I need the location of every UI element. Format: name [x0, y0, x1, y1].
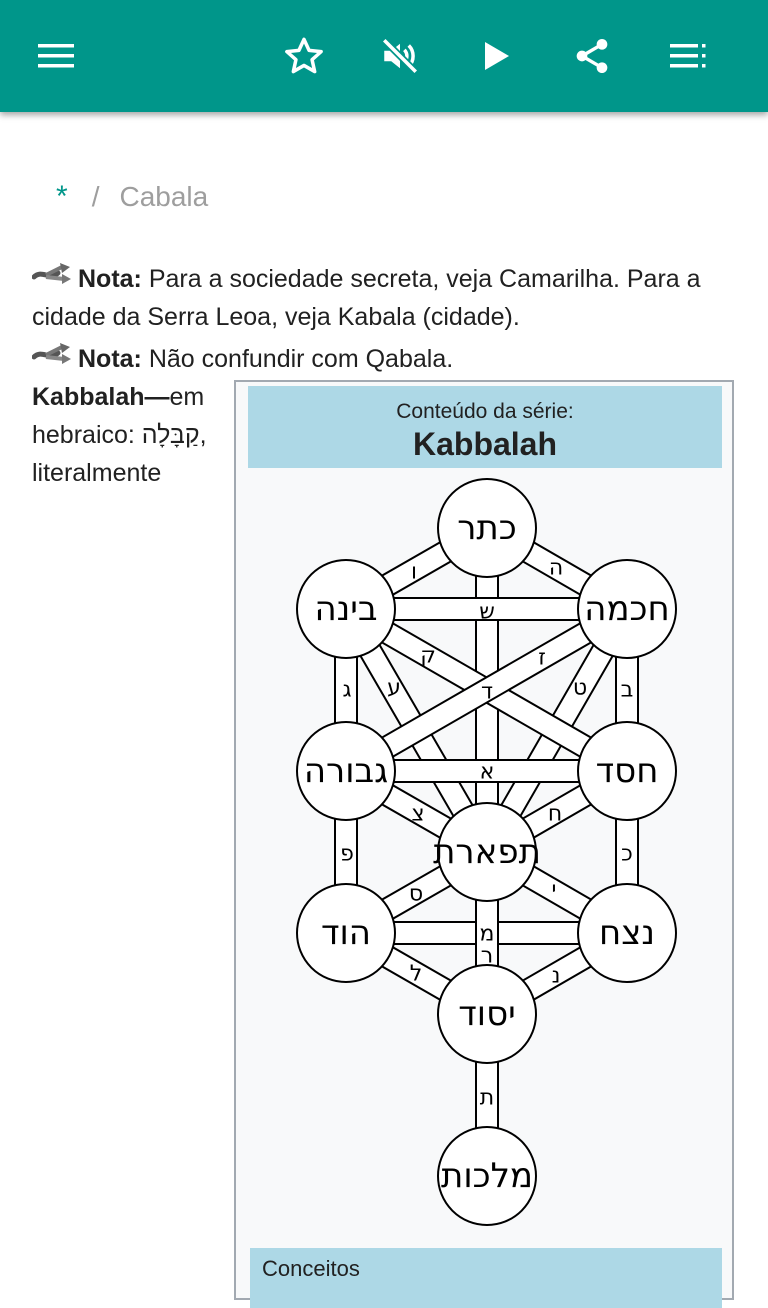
sefirah-yesod-circle: [437, 964, 537, 1064]
sefirah-binah-circle: [296, 559, 396, 659]
path-letter-vav: ו: [411, 560, 417, 585]
breadcrumb-separator: /: [91, 181, 100, 212]
sefirah-chokhmah: חכמה: [584, 589, 670, 629]
intro-paragraph: Kabbalah—em hebraico: קַבָּלָה, literalm…: [32, 378, 222, 492]
menu-icon[interactable]: [24, 24, 88, 88]
note-text: Para a sociedade secreta, veja Camarilha…: [32, 265, 701, 331]
intro-text: em hebraico:: [32, 383, 205, 449]
path-letter-dalet: ד: [481, 680, 493, 705]
path-letter-lamed: ל: [410, 962, 423, 987]
sefirah-malkhut-circle: [437, 1126, 537, 1226]
sefirah-gevurah: גבורה: [304, 751, 388, 791]
intro-text-2: , literalmente: [32, 421, 207, 487]
sefirah-tiferet-circle: [437, 802, 537, 902]
hatnote: Nota: Não confundir com Qabala.: [31, 340, 732, 378]
breadcrumb-home[interactable]: *: [56, 180, 68, 213]
path-letter-chet: ח: [548, 802, 562, 827]
volume-off-icon[interactable]: [368, 24, 432, 88]
share-icon[interactable]: [560, 24, 624, 88]
path-letter-yod: י: [552, 878, 557, 903]
tree-of-life-diagram: ו ה ש ק ז ד ג ע ט ב א צ ח פ כ ס י מ ר ל …: [296, 478, 677, 1226]
path-letter-shin: ש: [479, 600, 495, 625]
breadcrumb: * / Cabala: [56, 180, 208, 214]
sefirah-chesed-circle: [577, 721, 677, 821]
path-letter-he: ה: [549, 556, 563, 581]
sefirah-keter: כתר: [457, 508, 517, 548]
sefirah-keter-circle: [437, 478, 537, 578]
sefirah-chokhmah-circle: [577, 559, 677, 659]
sefirah-malkhut: מלכות: [441, 1156, 533, 1196]
path-letter-zayin: ז: [538, 646, 546, 671]
path-letter-ayin: ע: [387, 676, 401, 701]
intro-bold: Kabbalah—: [32, 383, 170, 411]
path-letter-samekh: ס: [409, 882, 423, 907]
sefirah-yesod: יסוד: [458, 994, 516, 1034]
breadcrumb-current: Cabala: [119, 181, 209, 212]
sefirah-chesed: חסד: [596, 751, 659, 791]
path-letter-tav: ת: [480, 1086, 494, 1111]
hatnote: Nota: Para a sociedade secreta, veja Cam…: [31, 260, 732, 336]
path-letter-qof: ק: [420, 644, 436, 669]
path-letter-gimel: ג: [342, 678, 351, 703]
sefirah-tiferet: תפארת: [433, 832, 541, 872]
star-icon[interactable]: [272, 24, 336, 88]
tree-sefirot: [296, 478, 677, 1226]
disambiguation-icon: [31, 341, 72, 369]
infobox-title: Kabbalah: [412, 426, 558, 462]
intro-hebrew: קַבָּלָה: [141, 421, 200, 449]
note-label: Nota:: [78, 345, 142, 373]
note-text: Não confundir com Qabala.: [141, 345, 454, 373]
note-label: Nota:: [78, 265, 142, 293]
sefirah-binah: בינה: [314, 589, 377, 629]
path-letter-resh: ר: [481, 944, 493, 969]
path-letter-alef: א: [480, 760, 495, 785]
sefirah-hod-circle: [296, 883, 396, 983]
app-toolbar: [0, 0, 768, 112]
path-letter-kaf: כ: [621, 842, 633, 867]
path-letter-bet: ב: [621, 678, 634, 703]
infobox-section-header: Conceitos: [250, 1248, 722, 1308]
infobox-header: Conteúdo da série: Kabbalah: [248, 386, 722, 468]
path-letter-nun: נ: [552, 964, 561, 989]
sefirah-netzach-circle: [577, 883, 677, 983]
playlist-icon[interactable]: [656, 24, 720, 88]
disambiguation-icon: [31, 261, 72, 289]
sefirah-gevurah-circle: [296, 721, 396, 821]
infobox-subtitle: Conteúdo da série:: [396, 400, 574, 423]
path-letter-pe: פ: [340, 842, 354, 867]
infobox-section-title: Conceitos: [262, 1256, 360, 1281]
sefirah-netzach: נצח: [599, 913, 655, 953]
tree-path-letters: ו ה ש ק ז ד ג ע ט ב א צ ח פ כ ס י מ ר ל …: [340, 556, 633, 1111]
play-icon[interactable]: [464, 24, 528, 88]
sefirah-hod: הוד: [321, 913, 371, 953]
path-letter-mem: מ: [480, 922, 495, 947]
path-letter-tet: ט: [573, 676, 587, 701]
infobox: Conteúdo da série: Kabbalah ו ה ש ק ז ד …: [234, 380, 734, 1308]
path-letter-tsadi: צ: [411, 802, 424, 827]
tree-sefirot-labels: כתר בינה חכמה גבורה חסד תפארת הוד נצח יס…: [304, 508, 670, 1196]
